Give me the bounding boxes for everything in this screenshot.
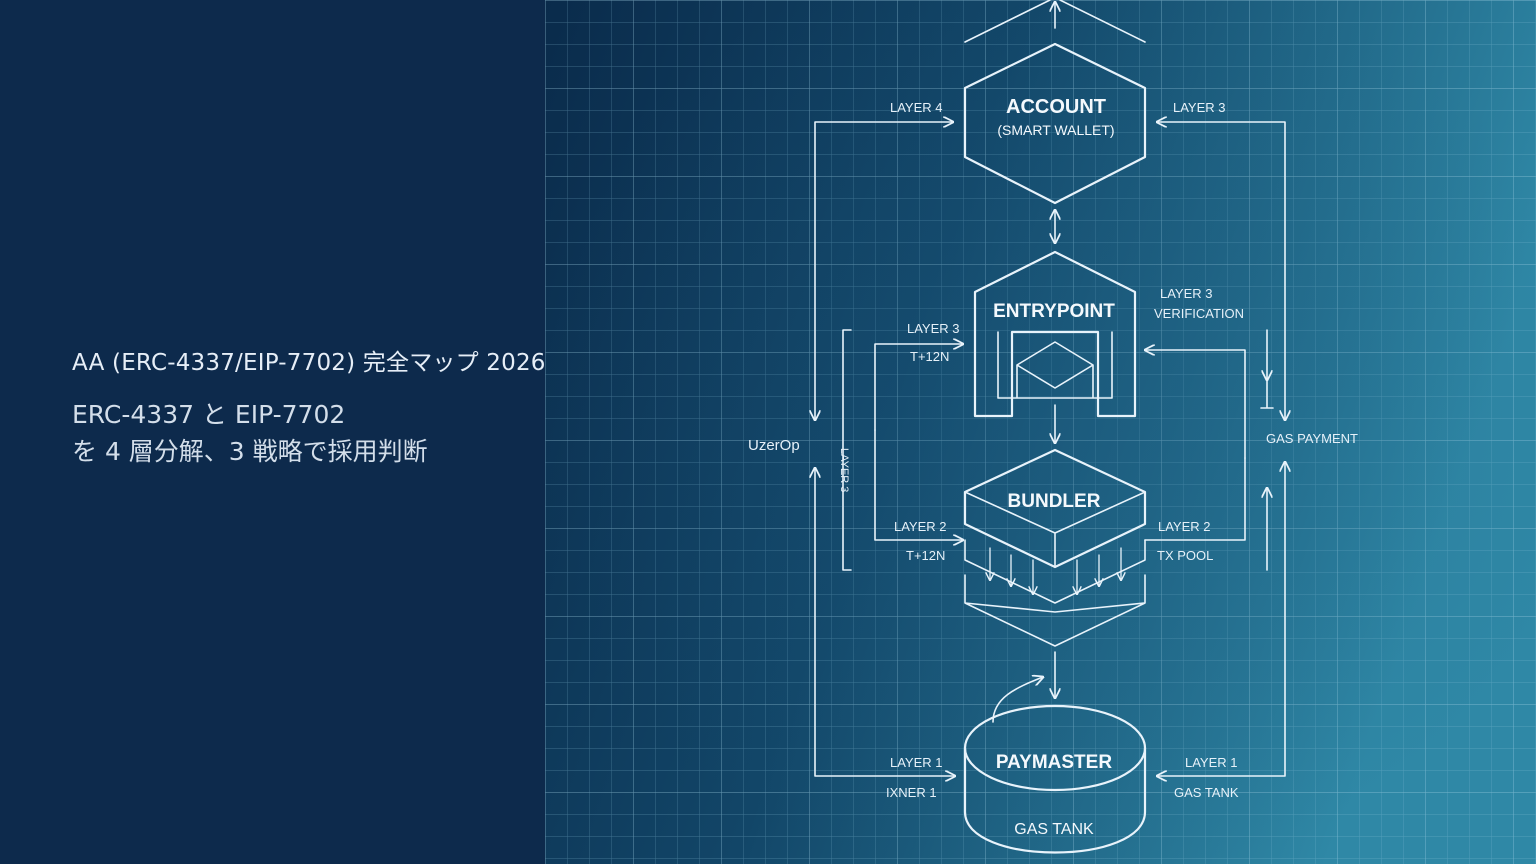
right-verification-tick [1260, 379, 1274, 409]
right-loop-bottom [1157, 462, 1285, 776]
bundler-title: BUNDLER [1008, 491, 1101, 512]
label-layer3-verification-1: LAYER 3 [1160, 286, 1213, 301]
account-node [963, 42, 1147, 205]
page-title: AA (ERC-4337/EIP-7702) 完全マップ 2026 [72, 350, 546, 376]
architecture-diagram: ACCOUNT (SMART WALLET) ENTRYPOINT BUNDLE… [545, 0, 1536, 864]
left-panel: AA (ERC-4337/EIP-7702) 完全マップ 2026 ERC-43… [0, 0, 545, 864]
diagram-glow [545, 0, 1536, 864]
label-tx-pool: TX POOL [1157, 548, 1213, 563]
right-inner-entry [1145, 350, 1246, 459]
bundler-flow-arrows [990, 547, 1121, 594]
label-gas-payment: GAS PAYMENT [1266, 431, 1358, 446]
paymaster-body [963, 746, 1147, 854]
left-inner-entry [874, 344, 963, 431]
right-loop-top [1157, 122, 1285, 420]
left-inner-bundler [874, 429, 963, 540]
right-inner-bundler [1144, 457, 1246, 541]
paymaster-title: PAYMASTER [996, 752, 1112, 773]
subtitle-line-2: を 4 層分解、3 戦略で採用判断 [72, 437, 428, 466]
label-layer4: LAYER 4 [890, 100, 943, 115]
label-vertical: LAYER 3 [838, 448, 850, 492]
label-layer2-left: LAYER 2 [894, 519, 947, 534]
label-layer3-verification-2: VERIFICATION [1154, 306, 1244, 321]
label-layer3-account: LAYER 3 [1173, 100, 1226, 115]
label-t12n-bundler: T+12N [906, 548, 945, 563]
top-connector [964, 0, 1146, 43]
left-bracket [842, 329, 852, 571]
entrypoint-node [973, 250, 1137, 418]
page-subtitle: ERC-4337 と EIP-7702 を 4 層分解、3 戦略で採用判断 [72, 396, 428, 470]
label-layer3-entry: LAYER 3 [907, 321, 960, 336]
bundler-top-face [964, 491, 1146, 568]
bundler-layer-2 [964, 574, 1146, 647]
account-title: ACCOUNT [1006, 96, 1106, 118]
label-gas-tank: GAS TANK [1174, 785, 1239, 800]
bundler-layer-1 [964, 539, 1146, 604]
left-loop-top [815, 122, 953, 420]
label-layer1-right: LAYER 1 [1185, 755, 1238, 770]
entrypoint-inner-frame [997, 331, 1113, 399]
label-userop: UzerOp [748, 437, 800, 454]
label-t12n-entry: T+12N [910, 349, 949, 364]
account-subtitle: (SMART WALLET) [997, 122, 1114, 138]
label-layer1-left-2: IXNER 1 [886, 785, 937, 800]
entrypoint-title: ENTRYPOINT [993, 301, 1115, 322]
left-loop-bottom [815, 468, 955, 776]
label-layer2-right: LAYER 2 [1158, 519, 1211, 534]
paymaster-subtitle: GAS TANK [1014, 821, 1094, 838]
subtitle-line-1: ERC-4337 と EIP-7702 [72, 400, 346, 429]
label-layer1-left: LAYER 1 [890, 755, 943, 770]
paymaster-curve-arrow [992, 677, 1043, 723]
